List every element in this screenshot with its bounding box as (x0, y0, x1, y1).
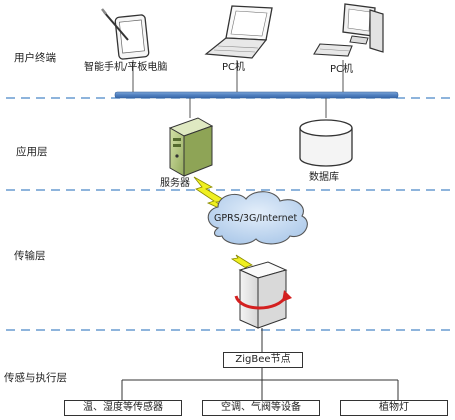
zigbee-node-box: ZigBee节点 (223, 352, 303, 368)
pc2-label: PC机 (330, 64, 354, 75)
cloud-icon (207, 191, 308, 245)
server-label: 服务器 (160, 178, 190, 189)
equipment-box: 空调、气阀等设备 (202, 400, 320, 416)
desktop-pc-icon (313, 3, 384, 57)
tablet-label: 智能手机/平板电脑 (84, 62, 168, 73)
layer-label-application: 应用层 (16, 146, 48, 158)
sensors-box: 温、湿度等传感器 (64, 400, 182, 416)
plant-light-box: 植物灯 (340, 400, 448, 416)
layer-label-user-terminal: 用户终端 (14, 52, 56, 64)
zigbee-device-icon (234, 261, 292, 329)
tablet-icon (101, 8, 150, 60)
server-icon (168, 117, 214, 177)
pc1-label: PC机 (222, 62, 246, 73)
network-bus (114, 91, 399, 99)
database-icon (299, 119, 353, 167)
database-label: 数据库 (309, 172, 339, 183)
cloud-label: GPRS/3G/Internet (214, 213, 298, 224)
laptop-icon (204, 5, 273, 59)
layer-label-transport: 传输层 (14, 250, 46, 262)
layer-label-sensing-execution: 传感与执行层 (4, 372, 67, 384)
